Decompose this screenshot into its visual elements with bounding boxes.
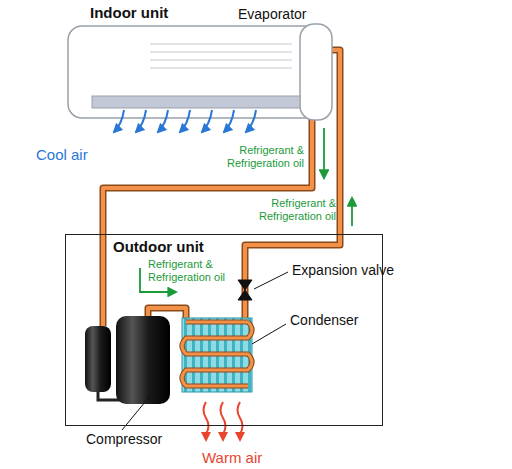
cool-air-arrows: [114, 110, 256, 132]
part-name: Evaporator: [238, 6, 306, 22]
part-name: Expansion valve: [292, 262, 394, 278]
expansion-valve: [238, 272, 288, 300]
unit-heading: Outdoor unit: [113, 238, 382, 255]
flow-label: Refrigerant & Refrigeration oil: [200, 144, 304, 169]
warm-air-arrows: [204, 402, 243, 440]
air-label: Cool air: [36, 146, 88, 163]
condenser-leader: [252, 324, 286, 344]
part-name: Compressor: [86, 431, 162, 447]
part-name: Condenser: [290, 312, 359, 328]
flow-label: Refrigerant & Refrigeration oil: [148, 258, 240, 283]
flow-label: Refrigerant & Refrigeration oil: [232, 197, 336, 222]
compressor: [85, 316, 170, 430]
indoor-unit-body: [68, 24, 332, 120]
air-label: Warm air: [202, 449, 262, 466]
condenser: [182, 318, 252, 392]
